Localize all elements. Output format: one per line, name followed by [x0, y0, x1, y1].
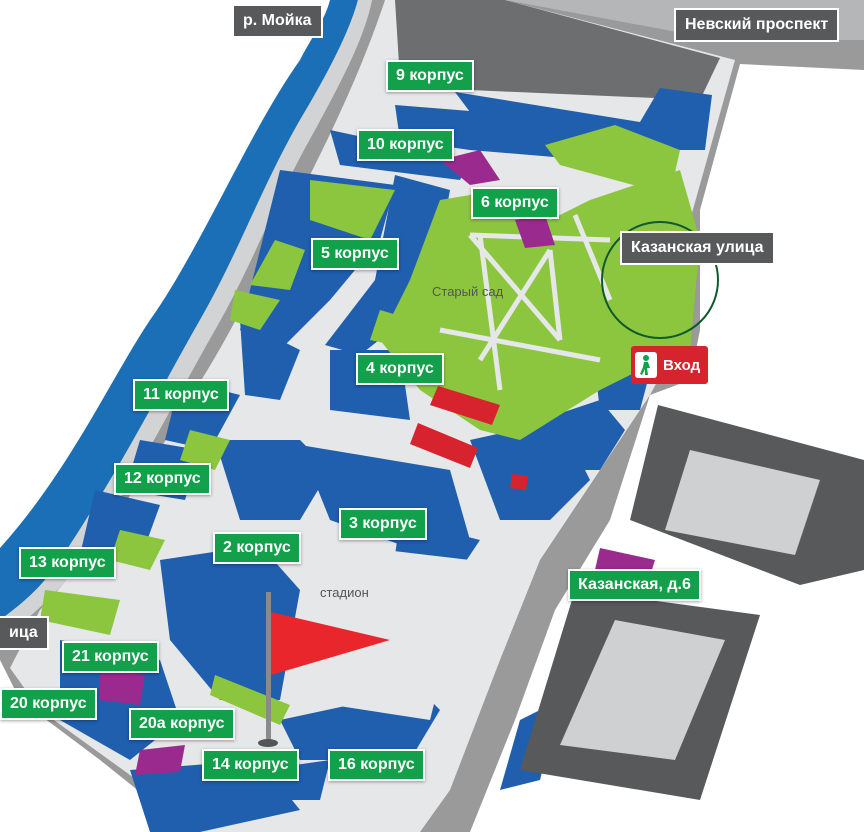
entrance-marker[interactable]: Вход — [631, 346, 709, 384]
building-label-4[interactable]: 4 корпус — [356, 353, 444, 385]
block-right-lower-roof — [560, 620, 725, 760]
building-label-16[interactable]: 16 корпус — [328, 749, 425, 781]
block-right-upper-roof — [665, 450, 820, 555]
nevsky-roofs — [395, 0, 720, 100]
building-label-20[interactable]: 20 корпус — [0, 688, 97, 720]
building-label-10[interactable]: 10 корпус — [357, 129, 454, 161]
building-label-13[interactable]: 13 корпус — [19, 547, 116, 579]
garden-circle — [601, 221, 719, 339]
garden-paths — [439, 214, 613, 391]
flag-marker-icon — [258, 592, 390, 747]
address-label-kazanskaya-6[interactable]: Казанская, д.6 — [568, 569, 701, 601]
building-label-21[interactable]: 21 корпус — [62, 641, 159, 673]
building-label-5[interactable]: 5 корпус — [311, 238, 399, 270]
building-label-11[interactable]: 11 корпус — [133, 379, 229, 411]
building-label-9[interactable]: 9 корпус — [386, 60, 474, 92]
street-label-moika: р. Мойка — [232, 4, 323, 38]
building-label-12[interactable]: 12 корпус — [114, 463, 211, 495]
building-label-2[interactable]: 2 корпус — [213, 532, 301, 564]
river-embankment — [0, 0, 372, 640]
entrance-icon — [635, 352, 657, 378]
building-label-3[interactable]: 3 корпус — [339, 508, 427, 540]
stadium — [300, 540, 470, 720]
area-label-stadium: стадион — [320, 585, 369, 600]
building-label-14[interactable]: 14 корпус — [202, 749, 299, 781]
street-label-left: ица — [0, 616, 49, 650]
moika-river — [0, 0, 358, 620]
building-label-20a[interactable]: 20а корпус — [129, 708, 235, 740]
street-label-nevsky: Невский проспект — [674, 8, 840, 42]
entrance-label: Вход — [663, 356, 701, 374]
street-label-kazanskaya: Казанская улица — [620, 231, 775, 265]
area-label-garden: Старый сад — [432, 284, 504, 299]
building-label-6[interactable]: 6 корпус — [471, 187, 559, 219]
